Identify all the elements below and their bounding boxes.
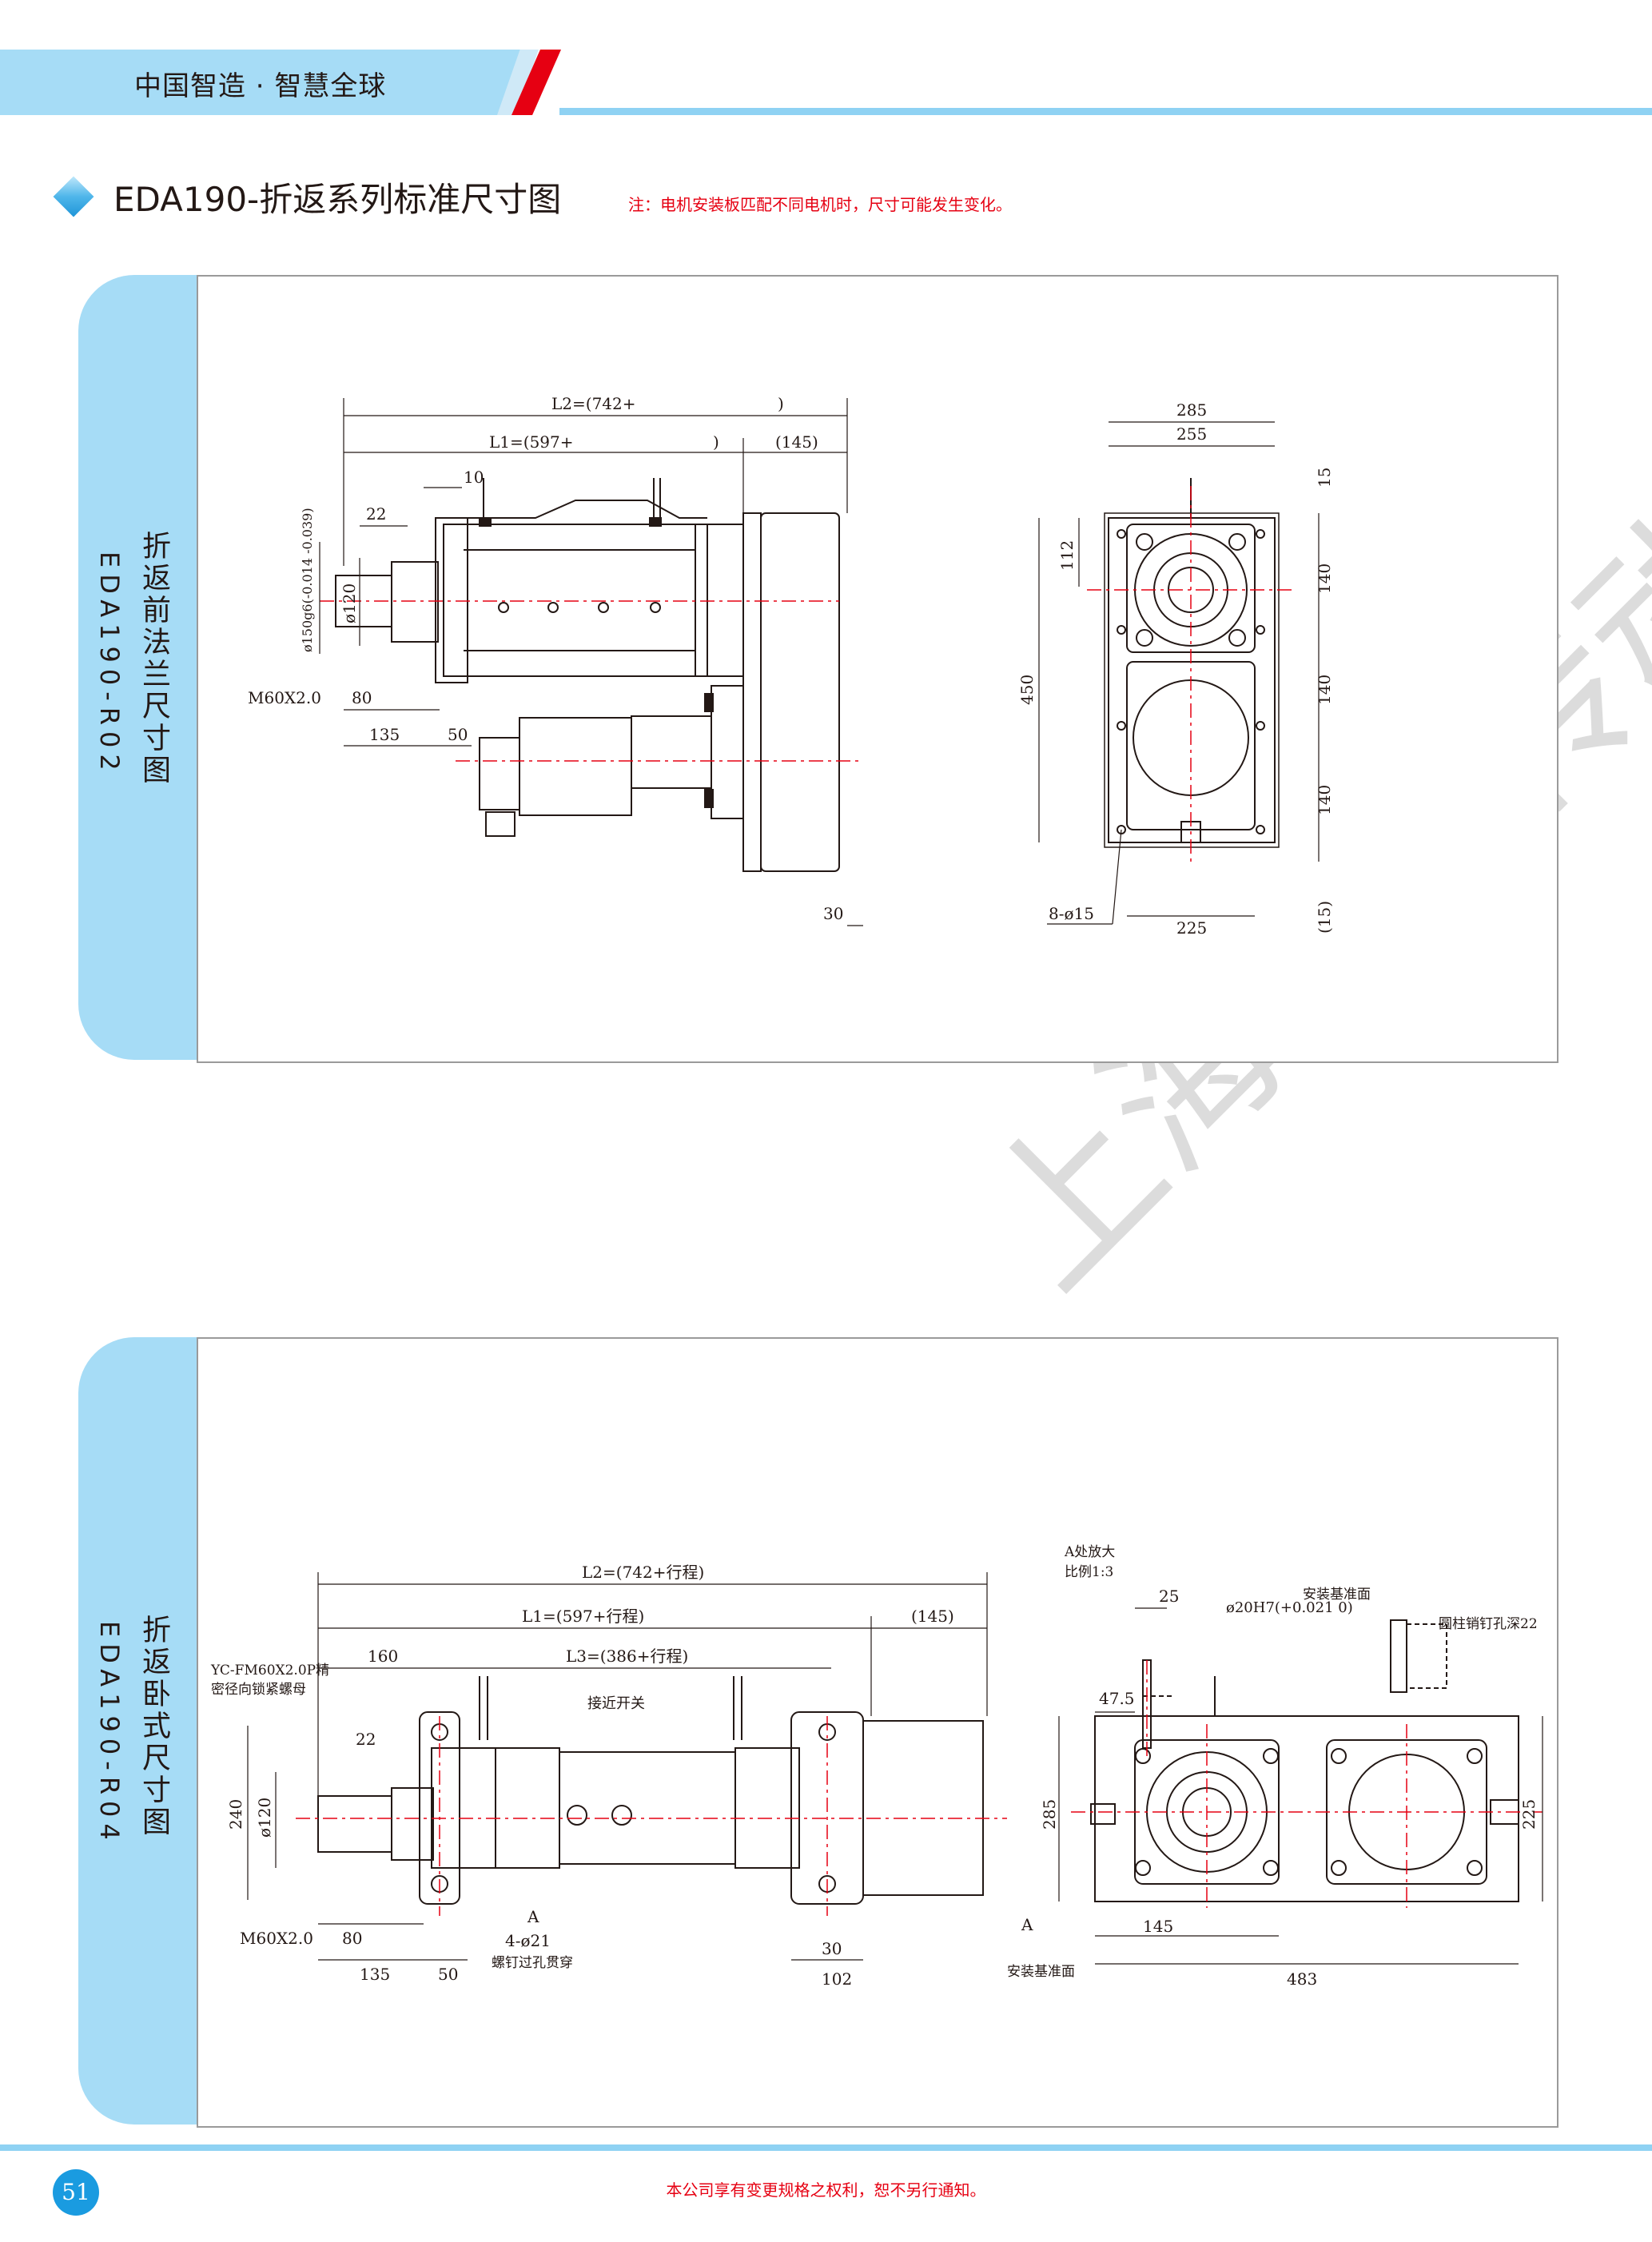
- motor-coupling-housing: [631, 715, 712, 789]
- panel1-drawing: L2=(742+ ) L1=(597+ ) (145) 10 22 ø150g6…: [248, 394, 1334, 938]
- header-rule: [559, 108, 1652, 115]
- header-slogan: 中国智造 · 智慧全球: [134, 70, 387, 102]
- dim-30: 30: [822, 1939, 842, 1958]
- hole-note-line1: 4-ø21: [505, 1931, 551, 1950]
- dim-l2: L2=(742+: [551, 394, 636, 413]
- panel2-drawing: L2=(742+行程) L1=(597+行程) (145) L3=(386+行程…: [210, 1544, 1543, 1989]
- title-diamond-icon: [53, 176, 94, 217]
- dim-240: 240: [226, 1799, 245, 1830]
- side-dim-8-phi15: 8-ø15: [1049, 904, 1094, 923]
- panel1-frame: [197, 275, 1558, 1063]
- page-number-badge: 51: [53, 2169, 99, 2216]
- panel1-tab-title: 折返前法兰尺寸图: [137, 531, 170, 786]
- detail-pin-hole: 圆柱销钉孔深22: [1439, 1616, 1538, 1632]
- motor-body: [519, 717, 632, 816]
- detail-a-scale: 比例1:3: [1065, 1564, 1113, 1580]
- front-mount-bracket: [419, 1711, 460, 1905]
- panel1-tab: [78, 275, 198, 1060]
- dim-l2: L2=(742+行程): [582, 1563, 704, 1582]
- panel2-tab-title: 折返卧式尺寸图: [137, 1615, 170, 1838]
- side-dim-255: 255: [1176, 424, 1207, 444]
- panel2-tab: [78, 1337, 198, 2125]
- label-a: A: [527, 1907, 539, 1926]
- page-title: EDA190-折返系列标准尺寸图: [113, 180, 562, 219]
- side-dim-15b: (15): [1315, 901, 1334, 934]
- side-dim-140b: 140: [1315, 675, 1334, 705]
- dim-80: 80: [342, 1929, 362, 1948]
- dim-120: ø120: [340, 583, 359, 623]
- dim-80: 80: [352, 688, 372, 707]
- side-dim-140a: 140: [1315, 563, 1334, 594]
- panel2-tab-model: EDA190-R04: [94, 1621, 125, 1846]
- dim-l1: L1=(597+: [489, 432, 574, 452]
- reversing-plate: [742, 512, 762, 872]
- actuator-body: [443, 524, 708, 677]
- footer-note: 本公司享有变更规格之权利，恕不另行通知。: [666, 2180, 986, 2200]
- side-dim-285: 285: [1040, 1799, 1059, 1830]
- dim-135: 135: [369, 725, 400, 744]
- dim-m60: M60X2.0: [240, 1929, 313, 1948]
- dim-102: 102: [822, 1969, 852, 1989]
- dim-10: 10: [464, 468, 484, 487]
- dim-135: 135: [360, 1965, 390, 1984]
- detail-fit: ø20H7(+0.021 0): [1226, 1599, 1353, 1616]
- dim-l3: L3=(386+行程): [566, 1647, 688, 1666]
- side-base-face: 安装基准面: [1007, 1964, 1075, 1980]
- dim-50: 50: [448, 725, 468, 744]
- nut-note-line2: 密径向锁紧螺母: [211, 1682, 306, 1698]
- side-dim-483: 483: [1287, 1969, 1317, 1989]
- header-band: [0, 50, 527, 115]
- detail-base-face: 安装基准面: [1303, 1587, 1371, 1603]
- side-label-a: A: [1021, 1915, 1033, 1934]
- belt-cover: [760, 512, 840, 872]
- side-dim-145: 145: [1143, 1917, 1173, 1936]
- detail-a-title: A处放大: [1064, 1544, 1115, 1560]
- front-flange: [431, 1747, 496, 1869]
- dim-145: (145): [775, 432, 818, 452]
- side-dim-225: 225: [1519, 1799, 1539, 1830]
- motor-connector: [485, 811, 516, 837]
- dim-22: 22: [356, 1730, 376, 1749]
- dim-l1: L1=(597+行程): [522, 1607, 644, 1626]
- dim-160: 160: [368, 1647, 398, 1666]
- front-nose: [391, 561, 439, 643]
- dim-50: 50: [438, 1965, 458, 1984]
- side-dim-450: 450: [1017, 675, 1037, 705]
- side-dim-225: 225: [1176, 918, 1207, 938]
- dim-30: 30: [823, 904, 843, 923]
- hole-note-line2: 螺钉过孔贯穿: [492, 1955, 573, 1971]
- motor-body: [559, 1751, 736, 1865]
- dim-120: ø120: [255, 1798, 274, 1838]
- dim-145: (145): [911, 1607, 954, 1626]
- title-note: 注：电机安装板匹配不同电机时，尺寸可能发生变化。: [628, 195, 1012, 214]
- rod-end: [335, 575, 392, 627]
- dim-22: 22: [366, 504, 386, 524]
- dim-m60: M60X2.0: [248, 688, 321, 707]
- dim-150g6: ø150g6(-0.014 -0.039): [300, 508, 315, 652]
- side-dim-47-5: 47.5: [1099, 1689, 1135, 1708]
- panel2-frame: [197, 1337, 1558, 2128]
- panel1-tab-model: EDA190-R02: [94, 552, 125, 777]
- proximity-switch-label: 接近开关: [587, 1695, 645, 1712]
- footer-rule: [0, 2144, 1652, 2151]
- side-dim-112: 112: [1057, 540, 1077, 571]
- detail-dim-25: 25: [1159, 1587, 1179, 1606]
- dim-l2-close: ): [778, 394, 784, 413]
- front-flange: [435, 517, 468, 683]
- side-dim-285: 285: [1176, 400, 1207, 420]
- side-view-housing: [1094, 1715, 1519, 1902]
- reversing-housing: [862, 1720, 984, 1896]
- nut-note-line1: YC-FM60X2.0P精: [210, 1663, 329, 1679]
- actuator-body: [495, 1747, 560, 1869]
- dim-l1-close: ): [713, 432, 719, 452]
- side-dim-140c: 140: [1315, 785, 1334, 815]
- rod-end: [317, 1795, 392, 1853]
- side-dim-15: 15: [1315, 468, 1334, 488]
